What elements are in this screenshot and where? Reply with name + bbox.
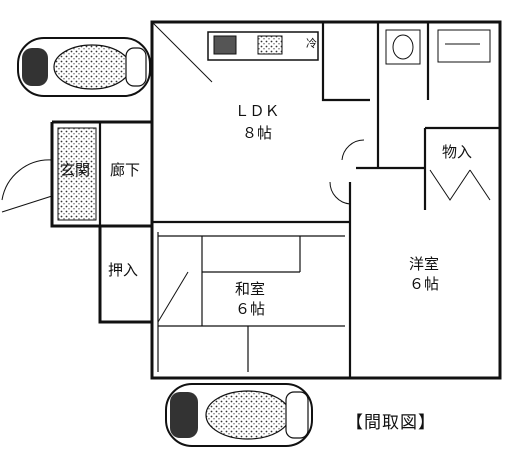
walls	[50, 20, 502, 380]
bathroom-fixtures	[385, 29, 491, 65]
stove-mark: 冷	[306, 37, 317, 50]
room-rouka-name: 廊下	[110, 161, 141, 179]
interior-walls	[98, 22, 500, 378]
room-youshitsu-name: 洋室	[408, 255, 440, 273]
floor-plan-title: 【間取図】	[346, 413, 436, 433]
door-swings	[1, 21, 491, 323]
genkan-floor	[57, 127, 97, 221]
tatami-lines	[157, 232, 345, 372]
room-oshiire-name: 押入	[108, 261, 139, 279]
room-genkan-name: 玄関	[60, 161, 91, 179]
car-icon-top	[17, 37, 151, 97]
room-washitsu-name: 和室	[234, 280, 266, 298]
room-ldk-size: ８帖	[241, 124, 273, 142]
kitchen-counter	[207, 31, 319, 61]
room-youshitsu-size: ６帖	[408, 275, 440, 293]
car-icon-bottom	[165, 383, 313, 447]
room-washitsu-size: ６帖	[234, 300, 266, 318]
room-ldk-name: ＬＤＫ	[234, 102, 280, 120]
room-monoire-name: 物入	[442, 143, 473, 161]
